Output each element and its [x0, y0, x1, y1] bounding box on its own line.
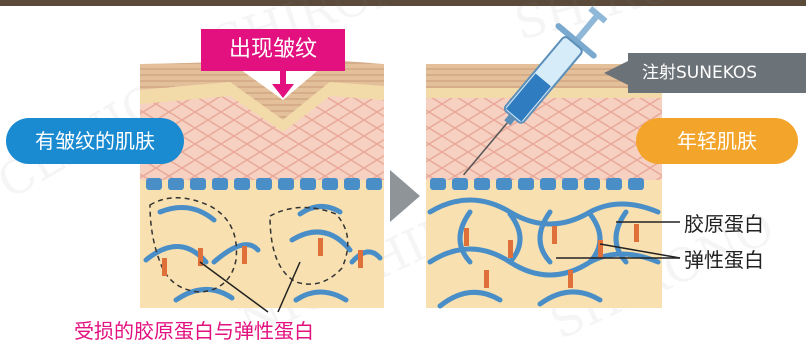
svg-text:SHIRONO CL: SHIRONO CL	[509, 0, 806, 51]
injection-tag: 注射SUNEKOS	[628, 53, 806, 93]
damaged-fibers-caption: 受损的胶原蛋白与弹性蛋白	[74, 319, 314, 343]
injection-tag-pointer	[604, 60, 630, 86]
syringe-icon	[463, 6, 608, 176]
wrinkle-arrow	[272, 70, 294, 98]
young-skin-block	[426, 64, 681, 309]
wrinkled-skin-block	[140, 60, 384, 313]
collagen-label: 胶原蛋白	[684, 212, 764, 236]
wrinkle-callout: 出现皱纹	[201, 29, 345, 71]
young-skin-bubble: 年轻肌肤	[636, 118, 798, 164]
transition-arrow	[390, 170, 420, 222]
top-border	[0, 0, 806, 6]
wrinkled-skin-bubble: 有皱纹的肌肤	[6, 118, 184, 164]
elastin-label: 弹性蛋白	[684, 248, 764, 272]
